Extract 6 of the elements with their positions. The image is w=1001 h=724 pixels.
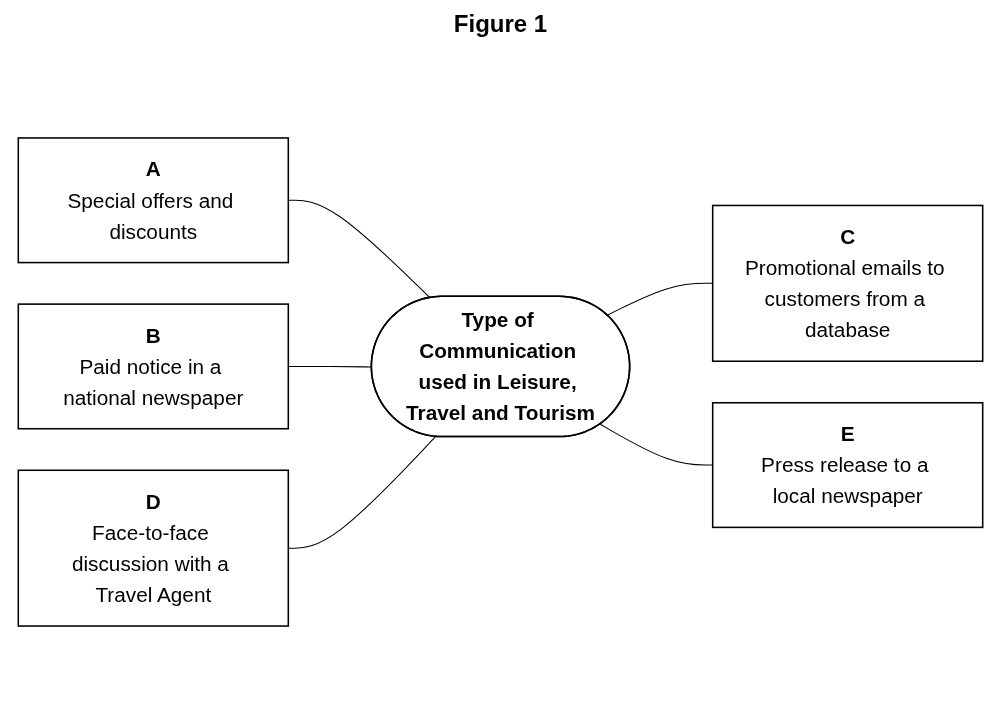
- node-box: D Face-to-face discussion with a Travel Agent: [17, 469, 290, 627]
- node-box: A Special offers and discounts: [17, 137, 290, 264]
- figure-title: Figure 1: [452, 10, 549, 38]
- node-box: E Press release to a local newspaper: [711, 402, 984, 529]
- node-box: B Paid notice in a national newspaper: [17, 303, 290, 430]
- node-box: C Promotional emails to customers from a database: [711, 204, 984, 362]
